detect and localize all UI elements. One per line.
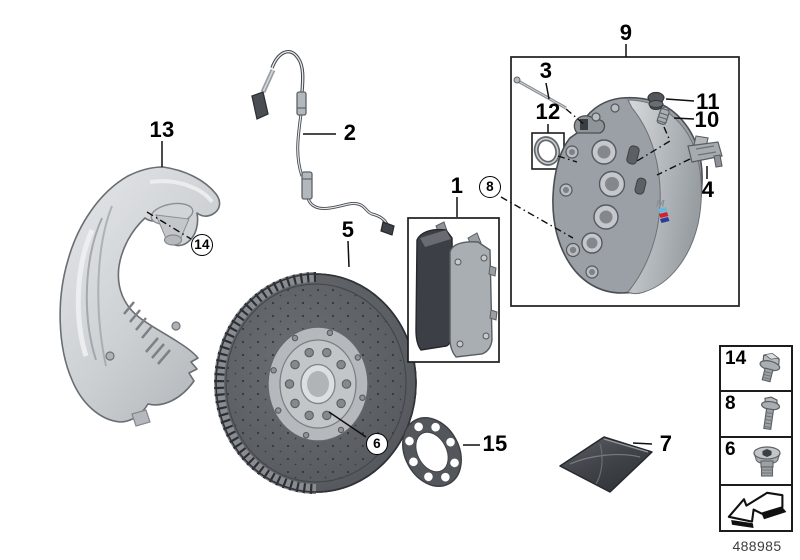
shield-vent-slots [123, 301, 171, 365]
dash-dot-leaders [146, 108, 691, 240]
callout-4[interactable]: 4 [701, 177, 715, 202]
hex-flange-bolt-long-icon [761, 396, 781, 431]
catalog-code: 488985 [732, 538, 782, 554]
grease-packet-illustration [559, 436, 653, 493]
callout-5[interactable]: 5 [341, 217, 355, 242]
callout-6-circled[interactable]: 6 [366, 433, 388, 455]
dust-shield-illustration [59, 166, 221, 427]
callout-9[interactable]: 9 [619, 20, 633, 45]
callout-12[interactable]: 12 [535, 99, 561, 124]
wear-sensor-illustration [251, 49, 395, 236]
caliper-pistons [581, 139, 626, 254]
brake-disc-illustration [214, 272, 417, 494]
bleeder-cap [647, 91, 665, 110]
callout-8-circled[interactable]: 8 [479, 176, 501, 198]
direction-arrow-icon [727, 491, 787, 528]
hex-flange-bolt-short-icon [759, 352, 781, 382]
legend-item-8[interactable]: 8 [719, 390, 793, 438]
legend-item-direction[interactable] [719, 484, 793, 532]
legend-item-14[interactable]: 14 [719, 345, 793, 392]
callout-10[interactable]: 10 [694, 107, 720, 132]
callout-1[interactable]: 1 [450, 173, 464, 198]
leader-lines [161, 44, 708, 446]
svg-text:M: M [656, 199, 665, 210]
m-logo: M [656, 199, 670, 223]
legend-label-8: 8 [725, 393, 736, 414]
callout-14-circled[interactable]: 14 [191, 234, 213, 256]
callout-2[interactable]: 2 [343, 120, 357, 145]
countersunk-hub-screw-icon [753, 446, 781, 477]
legend-item-6[interactable]: 6 [719, 436, 793, 486]
callout-7[interactable]: 7 [659, 431, 673, 456]
bleeder-screw [656, 106, 670, 125]
callout-15[interactable]: 15 [482, 431, 508, 456]
disc-hub [267, 326, 369, 442]
legend-label-6: 6 [725, 439, 736, 460]
hub-gasket-illustration [402, 417, 462, 487]
callout-3[interactable]: 3 [539, 58, 553, 83]
retaining-clip [687, 135, 723, 168]
fastener-legend-sidebar: 14 8 [719, 345, 793, 532]
callout-13[interactable]: 13 [149, 117, 175, 142]
callout-11[interactable]: 11 [696, 89, 720, 114]
legend-label-14: 14 [725, 348, 747, 369]
brake-pads-illustration [407, 217, 500, 363]
